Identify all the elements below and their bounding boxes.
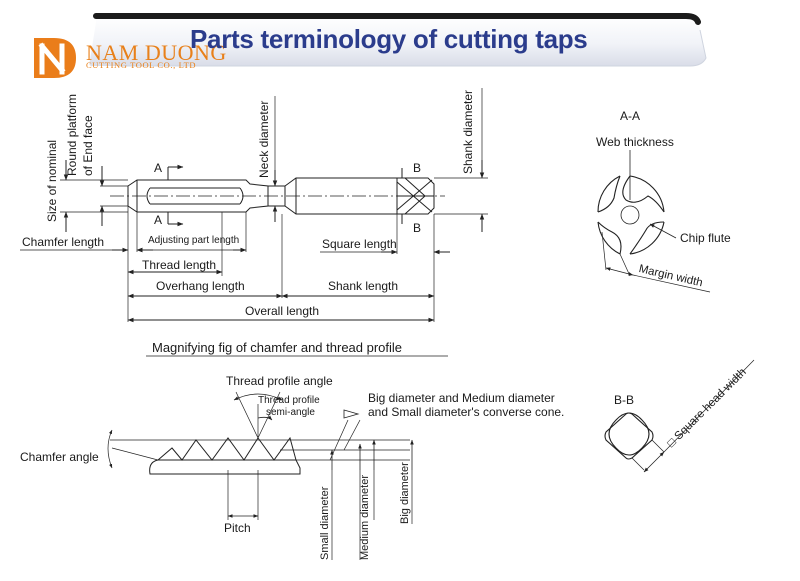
chip-flute-label: Chip flute	[680, 231, 731, 245]
square-length-label: Square length	[322, 237, 397, 251]
section-b-top-label: B	[413, 161, 422, 175]
section-bb-drawing	[604, 359, 755, 473]
neck-diameter-label: Neck diameter	[257, 100, 271, 178]
medium-diameter-label: Medium diameter	[359, 475, 371, 560]
shank-diameter-label: Shank diameter	[461, 89, 475, 174]
header-band	[89, 13, 707, 67]
thread-profile-section-title: Magnifying fig of chamfer and thread pro…	[152, 340, 403, 355]
section-bb-title: B-B	[614, 393, 635, 407]
size-of-nominal-label: Size of nominal	[45, 139, 59, 222]
big-diameter-label: Big diameter	[399, 462, 411, 524]
section-b-bottom-label: B	[413, 221, 422, 235]
semi-angle-label-line2: semi-angle	[266, 407, 315, 418]
section-aa-title: A-A	[620, 109, 641, 123]
section-aa-drawing	[597, 150, 711, 293]
thread-profile-angle-label: Thread profile angle	[226, 374, 333, 388]
section-a-top-label: A	[154, 161, 163, 175]
web-thickness-label: Web thickness	[596, 135, 674, 149]
thread-length-label: Thread length	[142, 258, 217, 272]
converse-cone-label-line2: and Small diameter's converse cone.	[368, 405, 565, 419]
overhang-length-label: Overhang length	[156, 279, 245, 293]
shank-length-label: Shank length	[328, 279, 399, 293]
small-diameter-label: Small diameter	[319, 486, 331, 560]
logo-name: NAM DUONG	[86, 40, 227, 65]
chamfer-length-label: Chamfer length	[22, 235, 105, 249]
overall-length-label: Overall length	[245, 304, 320, 318]
chamfer-angle-label: Chamfer angle	[20, 450, 99, 464]
converse-cone-label-line1: Big diameter and Medium diameter	[368, 391, 555, 405]
section-a-bottom-label: A	[154, 213, 163, 227]
round-platform-label: Round platform	[65, 93, 79, 176]
logo-subtitle: CUTTING TOOL CO., LTD	[86, 60, 197, 70]
adjusting-part-length-label: Adjusting part length	[148, 235, 240, 246]
logo-mark	[34, 38, 76, 78]
tap-drawing	[20, 88, 488, 323]
semi-angle-label-line1: Thread profile	[258, 395, 320, 406]
thread-profile-drawing	[107, 355, 448, 560]
end-face-label: of End face	[81, 115, 95, 176]
pitch-label: Pitch	[224, 521, 251, 535]
page-title: Parts terminology of cutting taps	[190, 24, 588, 54]
